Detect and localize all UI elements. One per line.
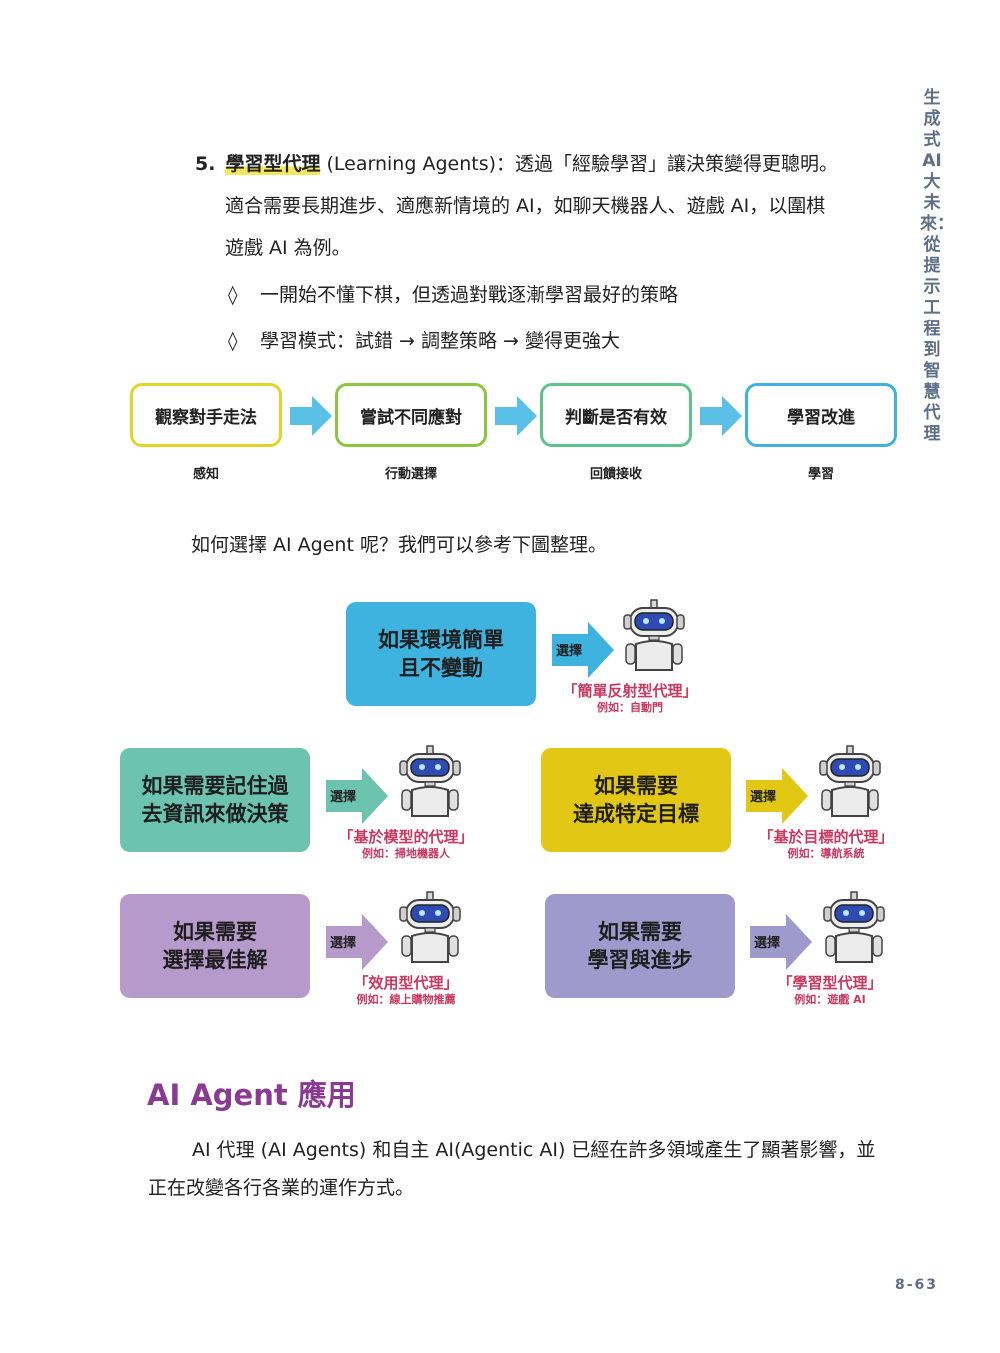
- condition-box: 如果需要 達成特定目標: [541, 748, 731, 852]
- flow-step-try: 嘗試不同應對: [335, 383, 487, 447]
- condition-box: 如果環境簡單 且不變動: [346, 602, 536, 706]
- robot-icon: [818, 744, 882, 820]
- flow-step-judge: 判斷是否有效: [540, 383, 692, 447]
- agent-example: 例如：線上購物推薦: [356, 993, 456, 1006]
- robot-icon: [622, 598, 686, 674]
- agent-type-name: 「基於模型的代理」: [338, 828, 474, 846]
- agent-example: 例如：導航系統: [787, 847, 865, 860]
- flow-caption: 行動選擇: [384, 467, 437, 482]
- right-arrow-icon: [495, 396, 537, 436]
- bullet-item: ◊ 一開始不懂下棋，但透過對戰逐漸學習最好的策略: [228, 272, 908, 318]
- agent-type-name: 「簡單反射型代理」: [562, 682, 698, 700]
- select-arrow-icon: 選擇: [326, 768, 388, 824]
- select-arrow-icon: 選擇: [552, 622, 614, 678]
- robot-icon: [822, 890, 886, 966]
- diamond-icon: ◊: [228, 330, 238, 352]
- flow-caption: 學習: [807, 467, 834, 482]
- item-desc-2: 適合需要長期進步、適應新情境的 AI，如聊天機器人、遊戲 AI，以圍棋: [225, 195, 826, 217]
- bullet-item: ◊ 學習模式：試錯 → 調整策略 → 變得更強大: [228, 318, 908, 364]
- flow-caption: 回饋接收: [589, 467, 642, 482]
- agent-example: 例如：掃地機器人: [362, 847, 450, 860]
- select-label: 選擇: [754, 936, 781, 951]
- bullet-text: 一開始不懂下棋，但透過對戰逐漸學習最好的策略: [260, 284, 679, 306]
- agent-type-name: 「效用型代理」: [353, 974, 459, 992]
- agent-type-name: 「基於目標的代理」: [758, 828, 894, 846]
- body-paragraph: AI 代理 (AI Agents) 和自主 AI(Agentic AI) 已經在…: [148, 1139, 876, 1199]
- item-desc-1: (Learning Agents)：透過「經驗學習」讓決策變得更聰明。: [326, 153, 839, 175]
- select-arrow-icon: 選擇: [750, 914, 812, 970]
- robot-icon: [398, 890, 462, 966]
- select-label: 選擇: [330, 790, 357, 805]
- section-heading: AI Agent 應用: [147, 1078, 356, 1112]
- condition-box: 如果需要記住過 去資訊來做決策: [120, 748, 310, 852]
- agent-example: 例如：自動門: [597, 701, 663, 714]
- bullet-text: 學習模式：試錯 → 調整策略 → 變得更強大: [260, 330, 620, 352]
- book-title-side-tab: 生成式AI大未來：從提示工程到智慧代理: [920, 88, 954, 444]
- item-term: 學習型代理: [225, 153, 321, 175]
- flow-caption: 感知: [192, 467, 219, 482]
- robot-icon: [398, 744, 462, 820]
- agent-type-name: 「學習型代理」: [777, 974, 883, 992]
- select-label: 選擇: [750, 790, 777, 805]
- right-arrow-icon: [700, 396, 742, 436]
- select-label: 選擇: [556, 644, 583, 659]
- right-arrow-icon: [290, 396, 332, 436]
- diamond-icon: ◊: [228, 284, 238, 306]
- condition-box: 如果需要 學習與進步: [545, 894, 735, 998]
- item-desc-3: 遊戲 AI 為例。: [225, 237, 351, 259]
- page-number: 8-63: [895, 1277, 939, 1293]
- item-number: 5.: [195, 153, 216, 175]
- agent-example: 例如：遊戲 AI: [794, 993, 866, 1006]
- intro-text: 如何選擇 AI Agent 呢？我們可以參考下圖整理。: [191, 534, 607, 556]
- condition-box: 如果需要 選擇最佳解: [120, 894, 310, 998]
- flow-step-observe: 觀察對手走法: [130, 383, 282, 447]
- learning-agent-item: 5. 學習型代理 (Learning Agents)：透過「經驗學習」讓決策變得更…: [195, 143, 895, 269]
- flow-step-learn: 學習改進: [745, 383, 897, 447]
- bullet-list: ◊ 一開始不懂下棋，但透過對戰逐漸學習最好的策略 ◊ 學習模式：試錯 → 調整策略 …: [228, 272, 908, 364]
- select-arrow-icon: 選擇: [326, 914, 388, 970]
- select-arrow-icon: 選擇: [746, 768, 808, 824]
- select-label: 選擇: [330, 936, 357, 951]
